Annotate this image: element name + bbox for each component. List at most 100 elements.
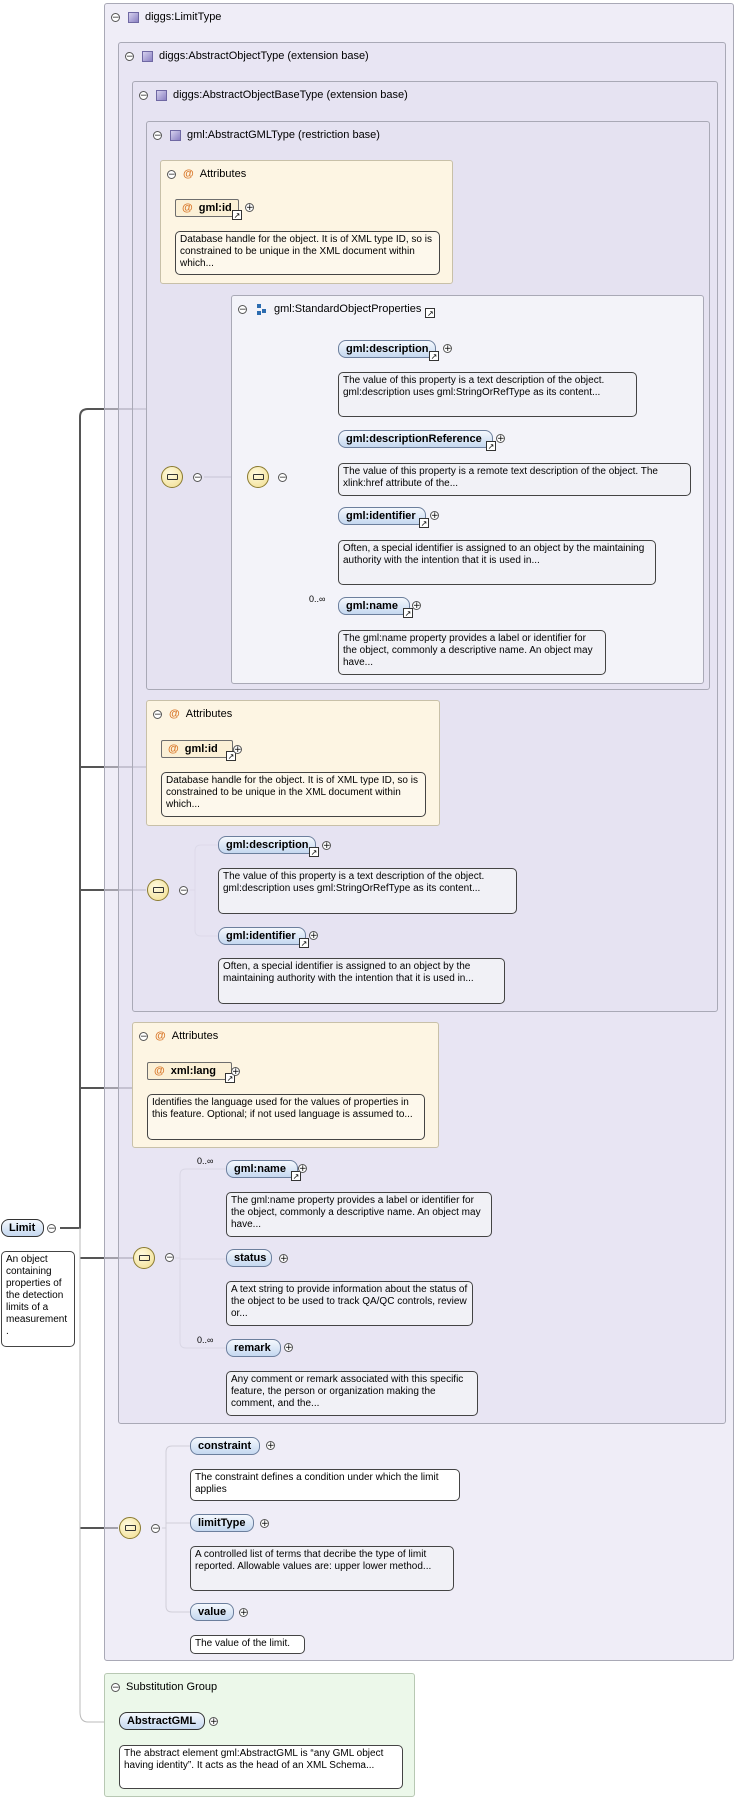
attributes-header[interactable]: −@Attributes — [153, 706, 232, 722]
abstract-object-base-type-header[interactable]: − diggs:AbstractObjectBaseType (extension… — [139, 87, 408, 103]
reference-arrow-icon[interactable]: ↗ — [309, 847, 319, 857]
status-doc: A text string to provide information abo… — [226, 1281, 473, 1326]
gml-description-element[interactable]: gml:description↗ — [338, 340, 439, 361]
sequence-compositor-icon — [133, 1247, 155, 1269]
collapse-toggle[interactable]: − — [139, 90, 148, 101]
complex-type-icon — [170, 129, 181, 141]
sequence-compositor-icon — [119, 1517, 141, 1539]
collapse-toggle[interactable]: − — [153, 709, 162, 720]
expand-icon[interactable]: + — [309, 931, 318, 941]
limit-type-header[interactable]: − diggs:LimitType — [111, 9, 221, 25]
collapse-toggle[interactable]: − — [278, 473, 287, 483]
collapse-toggle[interactable]: − — [179, 886, 188, 896]
remark-doc: Any comment or remark associated with th… — [226, 1371, 478, 1416]
collapse-toggle[interactable]: − — [167, 169, 176, 180]
abstract-object-type-header[interactable]: − diggs:AbstractObjectType (extension bas… — [125, 48, 369, 64]
constraint-doc: The constraint defines a condition under… — [190, 1469, 460, 1501]
remark-element[interactable]: remark — [226, 1339, 281, 1357]
model-group-icon — [257, 303, 268, 315]
reference-arrow-icon[interactable]: ↗ — [419, 518, 429, 528]
expand-icon[interactable]: + — [496, 434, 505, 444]
abstract-object-base-type-label: diggs:AbstractObjectBaseType (extension … — [173, 89, 408, 101]
gml-description-reference-element[interactable]: gml:descriptionReference↗ — [338, 430, 496, 451]
expand-icon[interactable]: + — [412, 601, 421, 611]
root-trunk — [60, 408, 146, 1229]
object-gml-name-element[interactable]: gml:name ↗ — [226, 1160, 301, 1181]
collapse-toggle[interactable]: − — [193, 473, 202, 483]
reference-arrow-icon[interactable]: ↗ — [299, 938, 309, 948]
expand-icon[interactable]: + — [209, 1717, 218, 1727]
reference-arrow-icon[interactable]: ↗ — [225, 1073, 235, 1083]
collapse-toggle[interactable]: − — [151, 1524, 160, 1534]
element-label: status — [234, 1252, 267, 1264]
expand-icon[interactable]: + — [245, 203, 254, 213]
substitution-group-header[interactable]: −Substitution Group — [111, 1679, 217, 1695]
expand-icon[interactable]: + — [231, 1067, 240, 1077]
element-label: gml:description — [226, 839, 309, 851]
reference-arrow-icon[interactable]: ↗ — [291, 1171, 301, 1181]
abstract-object-type-label: diggs:AbstractObjectType (extension base… — [159, 50, 369, 62]
abstract-gml-type-header[interactable]: −gml:AbstractGMLType (restriction base) — [153, 127, 380, 143]
reference-arrow-icon[interactable]: ↗ — [486, 441, 496, 451]
attribute-at-icon: @ — [169, 708, 180, 720]
expand-icon[interactable]: + — [279, 1254, 288, 1264]
limit-root-element[interactable]: Limit — [1, 1219, 44, 1237]
gml-name-element[interactable]: gml:name↗ — [338, 597, 413, 618]
attributes-label: Attributes — [199, 168, 247, 180]
gml-id-doc: Database handle for the object. It is of… — [175, 231, 440, 275]
expand-icon[interactable]: + — [239, 1608, 248, 1618]
element-label: constraint — [198, 1440, 252, 1452]
collapse-toggle[interactable]: − — [125, 51, 134, 62]
xml-lang-attribute[interactable]: xml:lang↗ — [147, 1062, 235, 1083]
constraint-element[interactable]: constraint — [190, 1437, 260, 1455]
expand-icon[interactable]: + — [260, 1519, 269, 1529]
complex-type-icon — [128, 11, 139, 23]
collapse-toggle[interactable]: − — [111, 12, 120, 23]
value-element[interactable]: value — [190, 1603, 234, 1621]
gml-identifier-element[interactable]: gml:identifier↗ — [338, 507, 429, 528]
expand-icon[interactable]: + — [284, 1343, 293, 1353]
reference-arrow-icon[interactable]: ↗ — [425, 308, 436, 318]
base-gml-description-element[interactable]: gml:description↗ — [218, 836, 319, 857]
base-gml-id-attribute[interactable]: gml:id ↗ — [161, 740, 236, 761]
base-gml-identifier-element[interactable]: gml:identifier↗ — [218, 927, 309, 948]
base-gml-description-doc: The value of this property is a text des… — [218, 868, 517, 914]
collapse-toggle[interactable]: − — [47, 1224, 56, 1234]
element-label: gml:name — [234, 1163, 286, 1175]
base-gml-identifier-doc: Often, a special identifier is assigned … — [218, 958, 505, 1004]
attributes-header[interactable]: −@Attributes — [139, 1028, 218, 1044]
collapse-toggle[interactable]: − — [165, 1253, 174, 1263]
attributes-header[interactable]: −@Attributes — [167, 166, 246, 182]
base-gml-id-doc: Database handle for the object. It is of… — [161, 772, 426, 817]
gml-name-cardinality: 0..∞ — [197, 1156, 214, 1166]
reference-arrow-icon[interactable]: ↗ — [429, 351, 439, 361]
limit-type-label: diggs:LimitType — [145, 11, 222, 23]
reference-arrow-icon[interactable]: ↗ — [226, 751, 236, 761]
attribute-label: gml:id — [184, 743, 218, 755]
reference-arrow-icon[interactable]: ↗ — [232, 210, 242, 220]
gml-description-doc: The value of this property is a text des… — [338, 372, 637, 417]
status-element[interactable]: status — [226, 1249, 272, 1267]
expand-icon[interactable]: + — [233, 745, 242, 755]
expand-icon[interactable]: + — [266, 1441, 275, 1451]
substitution-link — [79, 1228, 118, 1723]
standard-object-properties-header[interactable]: − gml:StandardObjectProperties↗ — [238, 301, 436, 318]
expand-icon[interactable]: + — [443, 344, 452, 354]
collapse-toggle[interactable]: − — [238, 304, 247, 315]
collapse-toggle[interactable]: − — [139, 1031, 148, 1042]
expand-icon[interactable]: + — [298, 1164, 307, 1174]
abstract-gml-doc: The abstract element gml:AbstractGML is … — [119, 1745, 403, 1789]
collapse-toggle[interactable]: − — [153, 130, 162, 141]
limit-type-element[interactable]: limitType — [190, 1514, 254, 1532]
abstract-gml-element[interactable]: AbstractGML — [119, 1712, 205, 1730]
reference-arrow-icon[interactable]: ↗ — [403, 608, 413, 618]
expand-icon[interactable]: + — [430, 511, 439, 521]
gml-id-attribute[interactable]: gml:id↗ — [175, 199, 242, 220]
gml-name-cardinality: 0..∞ — [309, 594, 326, 604]
collapse-toggle[interactable]: − — [111, 1682, 120, 1693]
expand-icon[interactable]: + — [322, 841, 331, 851]
gml-identifier-doc: Often, a special identifier is assigned … — [338, 540, 656, 585]
standard-object-properties-label: gml:StandardObjectProperties — [274, 303, 422, 315]
gml-description-reference-doc: The value of this property is a remote t… — [338, 463, 691, 496]
substitution-group-label: Substitution Group — [126, 1681, 218, 1693]
